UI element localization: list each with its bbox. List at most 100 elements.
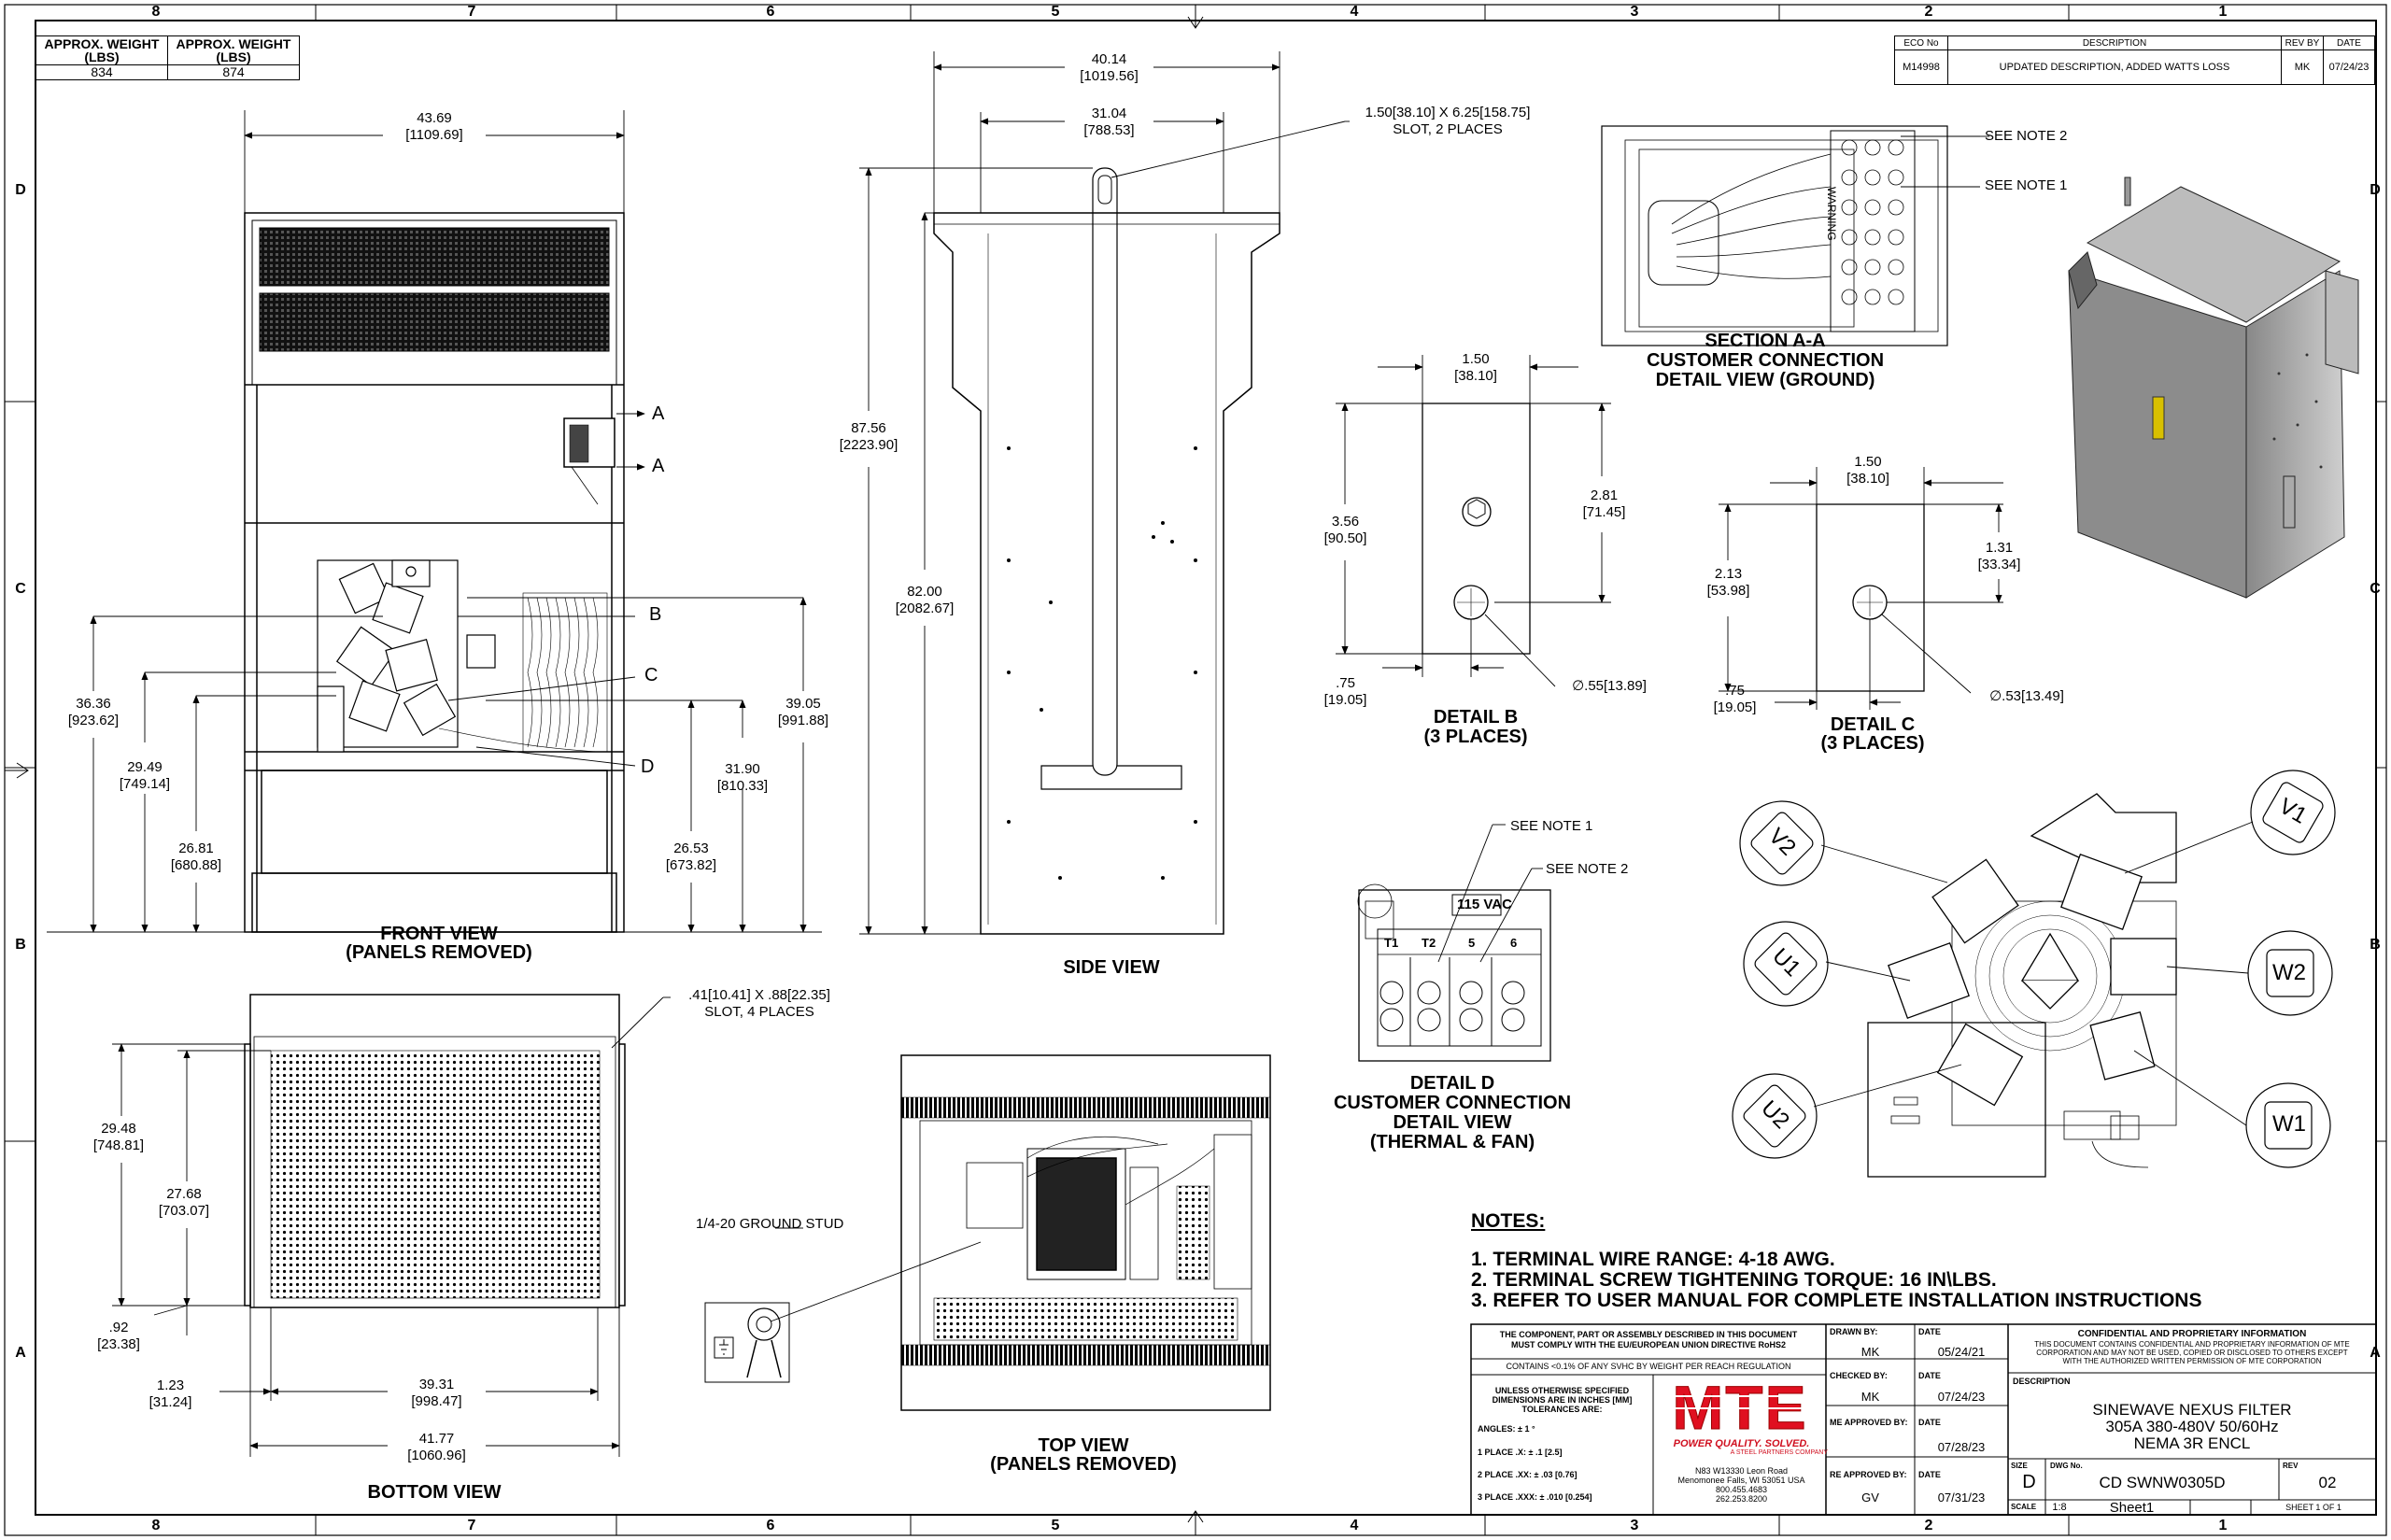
dim-bottom-27-mm: [703.07] [158, 1203, 210, 1219]
dim-b-150-mm: [38.10] [1454, 368, 1497, 384]
detail-b-drawing [1336, 355, 1611, 687]
dim-bottom-27: 27.68 [166, 1186, 202, 1202]
tb-rev-label: REV [2283, 1462, 2299, 1470]
detail-c-drawing [1719, 467, 2003, 710]
side-slot-callout: 1.50[38.10] X 6.25[158.75] [1365, 105, 1531, 120]
rev-header-by: REV BY [2281, 35, 2324, 50]
warning-label: WARNING [1825, 187, 1838, 241]
dim-side-82-mm: [2082.67] [895, 600, 955, 616]
dim-side-31-mm: [788.53] [1083, 122, 1135, 138]
tb-drawn-by: MK [1860, 1345, 1880, 1359]
dim-c-131: 1.31 [1985, 540, 2014, 556]
tb-checked-by: MK [1860, 1390, 1880, 1404]
dim-front-29-mm: [749.14] [119, 776, 171, 792]
detail-c-subtitle: (3 PLACES) [1820, 733, 1925, 754]
zone-row-a: A [15, 1345, 26, 1361]
zone-col-6: 6 [766, 4, 775, 20]
zone-col-1-bottom: 1 [2218, 1518, 2228, 1533]
dim-side-82: 82.00 [907, 584, 942, 600]
zone-col-5-bottom: 5 [1051, 1518, 1060, 1533]
tb-compliance-1: THE COMPONENT, PART OR ASSEMBLY DESCRIBE… [1499, 1330, 1798, 1339]
dim-side-40: 40.14 [1091, 51, 1127, 67]
zone-col-4: 4 [1350, 4, 1359, 20]
detail-d-line2: CUSTOMER CONNECTION [1333, 1093, 1572, 1113]
dim-c-131-mm: [33.34] [1977, 557, 2021, 572]
dim-c-213: 2.13 [1714, 566, 1743, 582]
zone-col-2: 2 [1924, 4, 1933, 20]
tb-drawn-date-label: DATE [1918, 1327, 1941, 1336]
see-note-1-aa: SEE NOTE 1 [1985, 177, 2068, 193]
tb-tol-angles: ANGLES: ± 1 ° [1478, 1424, 1535, 1434]
tb-conf-title: CONFIDENTIAL AND PROPRIETARY INFORMATION [2077, 1329, 2307, 1339]
isometric-enclosure-image [2068, 177, 2359, 599]
weight-header-2: APPROX. WEIGHT (LBS) [167, 35, 300, 65]
bottom-slot-callout: .41[10.41] X .88[22.35] [688, 987, 830, 1003]
tb-addr-1: N83 W13330 Leon Road [1694, 1466, 1789, 1476]
detail-marker-c: C [644, 665, 658, 685]
tb-addr-2: Menomonee Falls, WI 53051 USA [1677, 1476, 1805, 1485]
zone-row-c-right: C [2370, 581, 2381, 597]
tb-tol-3: 3 PLACE .XXX: ± .010 [0.254] [1478, 1492, 1592, 1502]
zone-row-c: C [15, 581, 26, 597]
dim-bottom-39: 39.31 [418, 1377, 455, 1392]
tb-reach: CONTAINS <0.1% OF ANY SVHC BY WEIGHT PER… [1506, 1362, 1791, 1371]
see-note-1-d: SEE NOTE 1 [1510, 818, 1593, 834]
section-marker-a-bottom: A [652, 456, 665, 476]
detail-marker-b: B [649, 604, 662, 625]
tb-conf-1: THIS DOCUMENT CONTAINS CONFIDENTIAL AND … [2034, 1340, 2350, 1349]
zone-col-8: 8 [151, 4, 161, 20]
dim-b-281-mm: [71.45] [1582, 504, 1626, 520]
dim-side-87: 87.56 [851, 420, 886, 436]
terminal-t2: T2 [1422, 936, 1436, 950]
front-view-dimension-lines [47, 110, 822, 933]
zone-col-2-bottom: 2 [1924, 1518, 1933, 1533]
note-2: 2. TERMINAL SCREW TIGHTENING TORQUE: 16 … [1471, 1269, 1997, 1291]
zone-row-b-right: B [2370, 937, 2381, 953]
ground-stud-callout: 1/4-20 GROUND STUD [696, 1216, 844, 1232]
tb-sheet-name: Sheet1 [2109, 1500, 2155, 1516]
zone-col-3: 3 [1630, 4, 1639, 20]
sheet-border [4, 4, 2387, 1536]
front-view-title: FRONT VIEW [380, 924, 498, 944]
tb-size: D [2022, 1472, 2036, 1492]
tb-re-by: GV [1861, 1491, 1879, 1505]
dim-bottom-29: 29.48 [101, 1121, 136, 1137]
section-marker-a-top: A [652, 403, 665, 424]
bottom-slot-callout-2: SLOT, 4 PLACES [704, 1004, 814, 1020]
weight-header-1: APPROX. WEIGHT (LBS) [35, 35, 168, 65]
top-view-drawing [704, 1054, 1271, 1411]
tb-addr-3: 800.455.4683 [1715, 1485, 1768, 1494]
dim-bottom-39-mm: [998.47] [411, 1393, 462, 1409]
dim-side-87-mm: [2223.90] [839, 437, 898, 453]
dim-c-75: .75 [1725, 683, 1745, 699]
phase-w2-label: W2 [2272, 960, 2306, 985]
zone-row-a-right: A [2370, 1345, 2381, 1361]
zone-row-d-right: D [2370, 182, 2381, 198]
top-view-subtitle: (PANELS REMOVED) [990, 1454, 1177, 1475]
phase-w1-label: W1 [2272, 1111, 2306, 1137]
tb-desc-1: SINEWAVE NEXUS FILTER [2092, 1401, 2292, 1419]
dim-front-26b: 26.53 [673, 841, 709, 856]
dim-front-31: 31.90 [725, 761, 760, 777]
tb-me-date-label: DATE [1918, 1418, 1941, 1427]
rev-header-eco: ECO No [1894, 35, 1948, 50]
dim-c-hole: ∅.53[13.49] [1989, 688, 2064, 704]
side-slot-callout-2: SLOT, 2 PLACES [1393, 121, 1503, 137]
rev-desc: UPDATED DESCRIPTION, ADDED WATTS LOSS [1947, 49, 2282, 85]
tb-tol-head-1: UNLESS OTHERWISE SPECIFIED [1494, 1386, 1630, 1395]
bottom-view-drawing [112, 994, 671, 1457]
title-block-frame [1470, 1323, 2377, 1516]
dim-c-150: 1.50 [1854, 454, 1882, 470]
dim-side-31: 31.04 [1091, 106, 1127, 121]
detail-d-title: DETAIL D [1409, 1073, 1495, 1094]
tb-tol-2: 2 PLACE .XX: ± .03 [0.76] [1478, 1470, 1577, 1479]
tb-re-label: RE APPROVED BY: [1830, 1470, 1907, 1479]
bottom-view-title: BOTTOM VIEW [367, 1482, 502, 1503]
dim-front-width: 43.69 [417, 110, 452, 126]
weight-table: APPROX. WEIGHT (LBS) APPROX. WEIGHT (LBS… [35, 35, 300, 80]
detail-c-title: DETAIL C [1830, 714, 1916, 735]
zone-col-4-bottom: 4 [1350, 1518, 1359, 1533]
tb-steel: A STEEL PARTNERS COMPANY [1730, 1449, 1828, 1456]
tb-tol-1: 1 PLACE .X: ± .1 [2.5] [1478, 1448, 1563, 1457]
